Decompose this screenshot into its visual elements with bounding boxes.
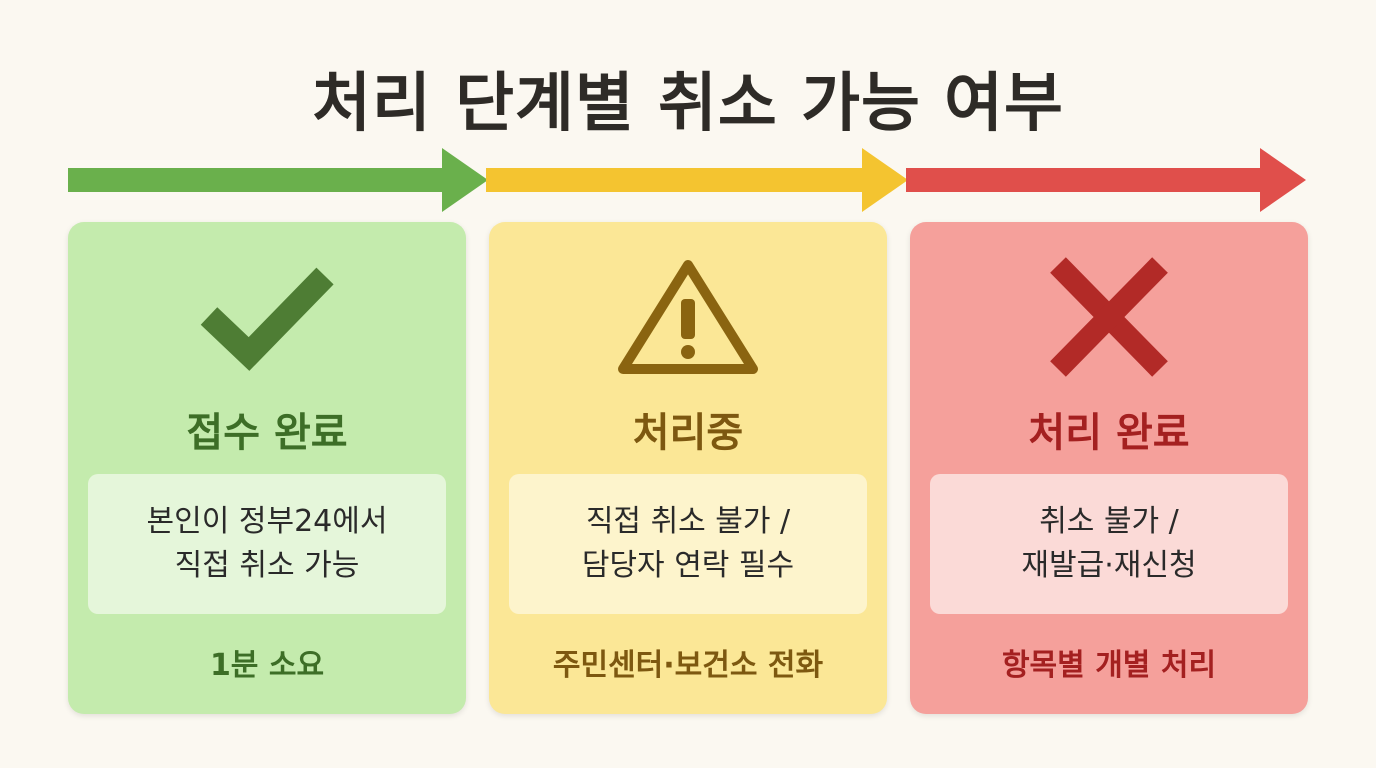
progress-arrow-received (68, 146, 490, 214)
stage-card-processing: 처리중 직접 취소 불가 / 담당자 연락 필수 주민센터·보건소 전화 (489, 222, 887, 714)
progress-arrow-completed (906, 146, 1308, 214)
stage-description: 직접 취소 불가 / 담당자 연락 필수 (509, 474, 867, 614)
stage-footer: 항목별 개별 처리 (1001, 648, 1217, 683)
desc-line: 취소 불가 / (1039, 504, 1179, 539)
progress-arrow-processing (486, 146, 910, 214)
desc-line: 직접 취소 가능 (174, 548, 360, 583)
stage-description: 본인이 정부24에서 직접 취소 가능 (88, 474, 446, 614)
desc-line: 담당자 연락 필수 (581, 548, 795, 583)
stage-name: 처리중 (632, 410, 744, 456)
stage-card-received: 접수 완료 본인이 정부24에서 직접 취소 가능 1분 소요 (68, 222, 466, 714)
close-icon (910, 252, 1308, 382)
stage-footer: 주민센터·보건소 전화 (552, 648, 824, 683)
stage-description: 취소 불가 / 재발급·재신청 (930, 474, 1288, 614)
stage-name: 처리 완료 (1028, 410, 1190, 456)
stage-name: 접수 완료 (186, 410, 348, 456)
desc-line: 직접 취소 불가 / (585, 504, 791, 539)
warning-icon (489, 252, 887, 382)
check-icon (68, 252, 466, 382)
stage-footer: 1분 소요 (209, 648, 325, 683)
desc-line: 재발급·재신청 (1021, 548, 1197, 583)
page-title: 처리 단계별 취소 가능 여부 (312, 67, 1064, 141)
desc-line: 본인이 정부24에서 (146, 504, 388, 539)
stage-card-completed: 처리 완료 취소 불가 / 재발급·재신청 항목별 개별 처리 (910, 222, 1308, 714)
